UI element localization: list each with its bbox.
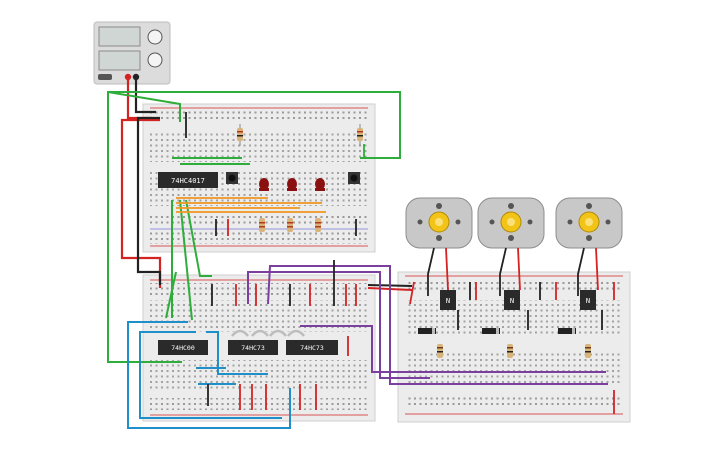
bottom-left-jumpers[interactable] <box>207 260 357 410</box>
motor-3[interactable] <box>555 197 623 249</box>
chip-74hc73-b[interactable]: 74HC73 <box>286 340 338 355</box>
resistor-top-2[interactable] <box>357 124 363 146</box>
resistor-base-3[interactable] <box>585 344 591 358</box>
power-supply[interactable] <box>93 21 171 85</box>
chip-label-counter: 74HC4017 <box>171 177 205 185</box>
motor-leads[interactable] <box>427 247 599 296</box>
blue-wires[interactable] <box>127 321 291 429</box>
chip-74hc4017[interactable]: 74HC4017 <box>158 172 218 188</box>
orange-wires[interactable] <box>176 197 326 213</box>
push-button-left[interactable] <box>226 172 238 184</box>
current-display <box>98 50 141 71</box>
power-switch[interactable] <box>98 74 112 80</box>
chip-label-flipflop-a: 74HC73 <box>241 344 265 352</box>
purple-wires[interactable] <box>247 265 608 385</box>
diode-1[interactable] <box>418 328 436 334</box>
push-button-right[interactable] <box>348 172 360 184</box>
current-knob[interactable] <box>147 52 163 68</box>
resistor-led-3[interactable] <box>315 218 321 232</box>
transistor-2[interactable]: N <box>504 290 520 310</box>
resistor-led-2[interactable] <box>287 218 293 232</box>
transistor-1[interactable]: N <box>440 290 456 310</box>
led-3[interactable] <box>315 178 325 191</box>
chip-74hc73-a[interactable]: 74HC73 <box>228 340 278 355</box>
chip-label-flipflop-b: 74HC73 <box>300 344 324 352</box>
top-jumpers[interactable] <box>185 112 365 236</box>
voltage-display <box>98 26 141 47</box>
resistor-base-2[interactable] <box>507 344 513 358</box>
chip-label-nand: 74HC00 <box>171 344 195 352</box>
transistor-label-3: N <box>586 297 590 305</box>
right-board-jumpers[interactable] <box>409 281 615 414</box>
resistor-top-1[interactable] <box>237 124 243 146</box>
led-1[interactable] <box>259 178 269 191</box>
resistor-base-1[interactable] <box>437 344 443 358</box>
led-2[interactable] <box>287 178 297 191</box>
green-wires[interactable] <box>107 90 401 363</box>
transistor-label-2: N <box>510 297 514 305</box>
transistor-label-1: N <box>446 297 450 305</box>
chip-74hc00[interactable]: 74HC00 <box>158 340 208 355</box>
positive-terminal[interactable] <box>124 73 132 81</box>
resistor-led-1[interactable] <box>259 218 265 232</box>
diode-2[interactable] <box>482 328 500 334</box>
voltage-knob[interactable] <box>147 29 163 45</box>
motor-2[interactable] <box>477 197 545 249</box>
transistor-3[interactable]: N <box>580 290 596 310</box>
negative-terminal[interactable] <box>132 73 140 81</box>
motor-1[interactable] <box>405 197 473 249</box>
diode-3[interactable] <box>558 328 576 334</box>
